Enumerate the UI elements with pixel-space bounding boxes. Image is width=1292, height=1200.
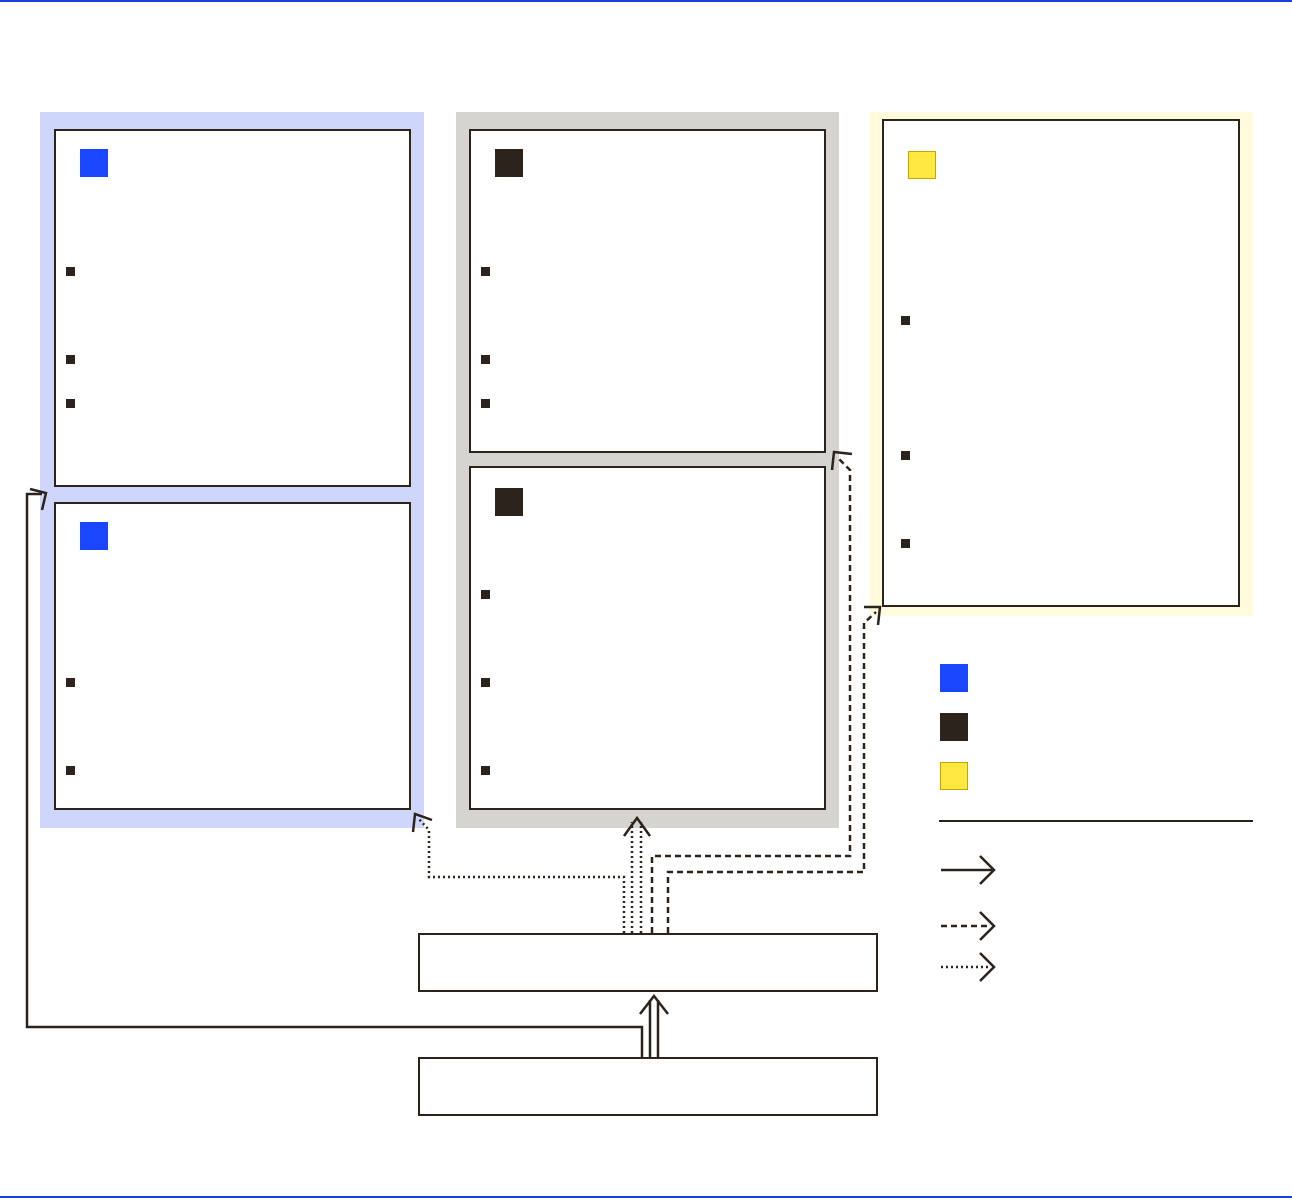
bullet-icon xyxy=(481,267,490,276)
legend-swatch-dark xyxy=(940,713,968,741)
connector-dashed-top-b xyxy=(666,611,877,933)
arrowhead-solid-up xyxy=(639,993,669,1015)
bullet-icon xyxy=(66,355,75,364)
card-swatch-blue xyxy=(80,149,108,177)
bullet-icon xyxy=(66,267,75,276)
bullet-icon xyxy=(66,678,75,687)
card-swatch-yellow xyxy=(908,151,936,179)
bullet-icon xyxy=(901,316,910,325)
card-blue-top xyxy=(54,129,411,487)
arrowhead-dashed-yellow xyxy=(864,605,882,626)
bullet-icon xyxy=(481,766,490,775)
card-swatch-blue xyxy=(80,522,108,550)
legend-divider xyxy=(939,820,1253,822)
bullet-icon xyxy=(481,678,490,687)
bar-middle xyxy=(418,933,878,992)
card-yellow xyxy=(882,119,1240,607)
bullet-icon xyxy=(901,451,910,460)
legend-arrow-dashed-head xyxy=(979,911,996,941)
connector-dotted-left xyxy=(417,817,626,933)
bottom-rule xyxy=(0,1196,1292,1198)
card-dark-bottom xyxy=(469,466,826,810)
card-swatch-dark xyxy=(495,488,523,516)
bullet-icon xyxy=(901,539,910,548)
bullet-icon xyxy=(66,399,75,408)
legend-arrow-dotted-head xyxy=(979,952,996,982)
bullet-icon xyxy=(481,399,490,408)
connector-dashed-top-a xyxy=(650,457,852,933)
arrowhead-dotted-left xyxy=(411,812,433,833)
top-rule xyxy=(0,0,1292,2)
arrowhead-dotted-up xyxy=(622,815,652,837)
arrowhead-solid-left xyxy=(29,487,48,511)
bullet-icon xyxy=(481,590,490,599)
bar-bottom xyxy=(418,1057,878,1116)
arrowhead-dashed-top xyxy=(830,450,853,471)
legend-arrow-solid-head xyxy=(979,855,996,885)
legend-swatch-yellow xyxy=(940,762,968,790)
legend-swatch-blue xyxy=(940,664,968,692)
connector-solid-left xyxy=(25,492,644,1057)
bullet-icon xyxy=(66,766,75,775)
bullet-icon xyxy=(481,355,490,364)
card-dark-top xyxy=(469,129,826,453)
card-blue-bottom xyxy=(54,502,411,810)
card-swatch-dark xyxy=(495,149,523,177)
